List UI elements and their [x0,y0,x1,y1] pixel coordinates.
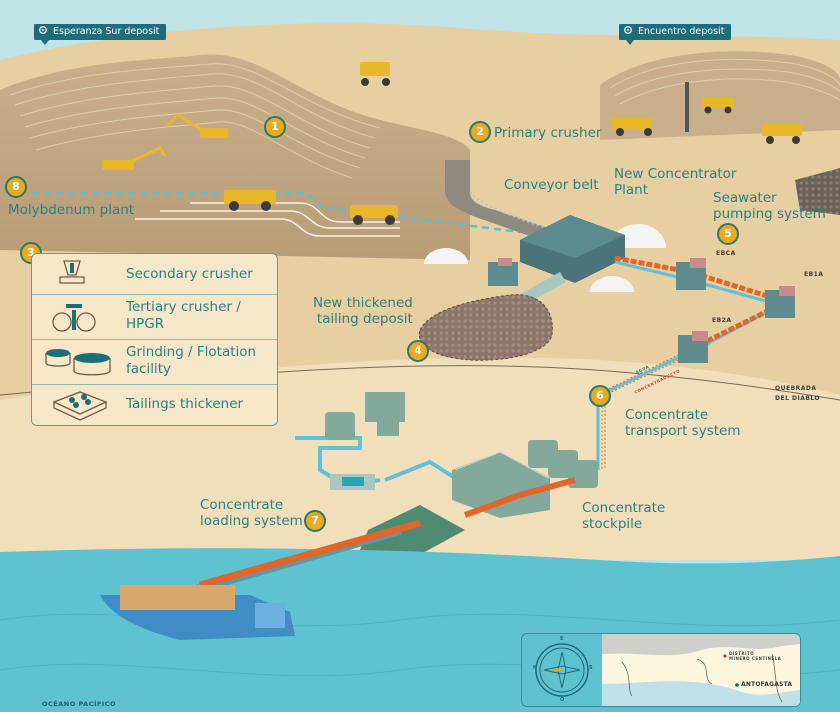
deposit-pin-encuentro[interactable]: Encuentro deposit [619,24,732,45]
compass-o: O [560,697,565,703]
pump-station-ebca: EBCA [716,250,736,257]
stockpile-line2: stockpile [582,516,643,532]
conveyor-belt-label: Conveyor belt [504,177,599,193]
compass-rose-icon [535,643,589,697]
legend-label-line1: Tertiary crusher / [126,299,241,315]
legend-label: Secondary crusher [126,266,253,282]
quebrada-line1: QUEBRADA [775,385,817,392]
loading-line1: Concentrate [200,497,284,513]
place-distrito: DISTRITO MINERO CENTINELA [729,651,781,661]
place-distrito-line2: MINERO CENTINELA [729,656,782,661]
pump-station-eb2a: EB2A [712,317,732,324]
haul-truck [102,62,802,225]
step-badge-1[interactable]: 1 [264,116,286,138]
loading-pipe [199,519,421,589]
pump-station [676,258,795,363]
legend-item: Grinding / Flotation facility [32,339,277,385]
step-badge-5[interactable]: 5 [717,223,739,245]
new-concentrator-label: New Concentrator Plant [614,166,736,198]
secondary-crusher-icon [59,260,85,284]
thickener-icon [52,391,108,421]
legend-label-line1: Grinding / Flotation [126,344,257,360]
legend-label-line2: HPGR [126,316,165,332]
equipment-legend: Secondary crusher Tertiary crusher / HPG… [31,253,278,426]
transport-system-label: Concentrate transport system [625,407,740,439]
step-badge-4[interactable]: 4 [407,340,429,362]
step-badge-6[interactable]: 6 [589,385,611,407]
tailing-deposit-pile [418,294,553,361]
region-map [602,634,800,706]
tailing-line2: tailing deposit [316,311,413,327]
legend-item: Secondary crusher [32,254,277,295]
step-badge-8[interactable]: 8 [5,176,27,198]
deposit-label: Esperanza Sur deposit [53,26,160,37]
seawater-label: Seawater pumping system [713,190,826,222]
step-badge-7[interactable]: 7 [304,510,326,532]
transport-line1: Concentrate [625,407,709,423]
legend-label: Grinding / Flotation facility [126,344,256,378]
flotation-tanks-icon [45,349,111,376]
compass-s: S [589,665,594,671]
stockpile-label: Concentrate stockpile [582,500,665,532]
compass-e: E [560,636,564,642]
location-inset-map: N S E O DISTRITO MINERO CENTINELA ANTOFA… [521,633,801,707]
transport-line2: transport system [625,423,741,439]
molybdenum-conveyor-line [32,191,521,234]
place-antofagasta: ANTOFAGASTA [741,681,793,688]
legend-item: Tailings thickener [32,384,277,425]
legend-item: Tertiary crusher / HPGR [32,294,277,340]
deposit-label: Encuentro deposit [638,26,725,37]
molybdenum-plant-label: Molybdenum plant [8,202,135,218]
new-concentrator-line1: New Concentrator [614,166,737,182]
seawater-line2: pumping system [713,206,826,222]
new-concentrator-line2: Plant [614,182,649,198]
location-pin-icon [624,26,632,34]
deposit-pin-esperanza-sur[interactable]: Esperanza Sur deposit [34,24,167,45]
encuentro-pit [600,51,840,140]
pump-station-eb1a: EB1A [804,271,824,278]
loading-system-label: Concentrate loading system [200,497,303,529]
hpgr-icon [52,304,96,332]
ocean-label: OCÉANO PACÍFICO [42,700,117,708]
loading-line2: loading system [200,513,303,529]
quebrada-line2: DEL DIABLO [775,395,821,402]
step-badge-2[interactable]: 2 [469,121,491,143]
quebrada-label: QUEBRADA DEL DIABLO [775,384,820,404]
tailing-line1: New thickened [313,295,413,311]
legend-label: Tertiary crusher / HPGR [126,299,241,333]
compass-n: N [533,665,538,671]
stockpile-line1: Concentrate [582,500,666,516]
primary-crusher-label: Primary crusher [494,125,602,141]
seawater-line1: Seawater [713,190,777,206]
place-distrito-line1: DISTRITO [729,651,755,656]
tailing-deposit-label: New thickened tailing deposit [313,295,413,327]
location-pin-icon [39,26,47,34]
legend-label: Tailings thickener [126,396,244,412]
legend-label-line2: facility [126,361,171,377]
